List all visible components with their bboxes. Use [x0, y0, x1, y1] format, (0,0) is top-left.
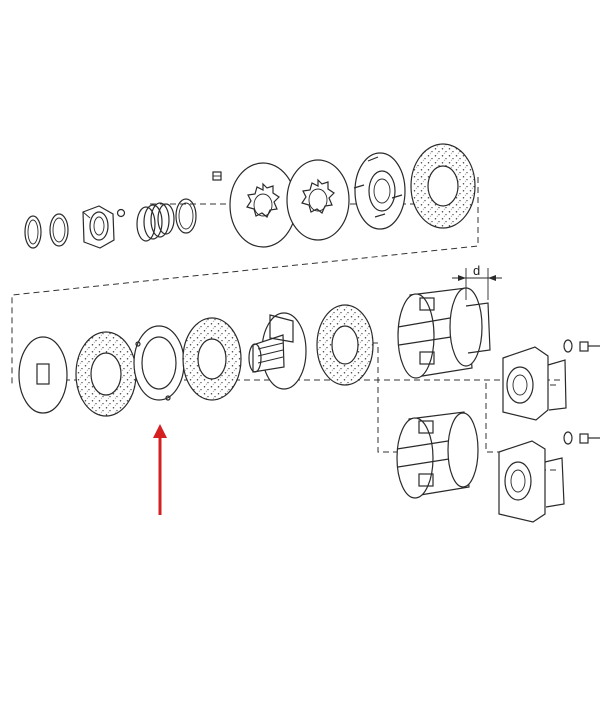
flange-yoke-top	[502, 346, 567, 421]
red-indicator-arrow	[153, 424, 167, 515]
steel-ball	[116, 208, 126, 218]
shaft-nut	[82, 205, 115, 249]
splined-steel-plate-2	[286, 159, 350, 241]
snap-ring-medium	[175, 198, 197, 234]
clutch-housing-bottom	[396, 411, 479, 499]
pressure-plate-with-studs	[353, 152, 406, 230]
keyed-end-plate	[18, 336, 68, 414]
coil-spring	[136, 202, 175, 242]
friction-disc-1	[75, 331, 137, 417]
friction-disc-2	[182, 317, 242, 401]
snap-ring-small	[24, 215, 42, 249]
bolt-washer-top	[563, 339, 600, 353]
splined-hub	[248, 312, 307, 390]
friction-disc-top	[410, 143, 476, 229]
splined-steel-plate-1	[229, 162, 297, 248]
dimension-label: d	[473, 263, 480, 278]
clutch-housing-top	[397, 287, 491, 379]
bolt-washer-bottom	[563, 431, 600, 445]
highlighted-steel-plate	[133, 325, 185, 401]
o-ring	[49, 213, 69, 247]
small-nut	[212, 171, 222, 181]
flange-yoke-bottom	[498, 440, 565, 523]
dimension-d-marker: d	[452, 263, 502, 300]
friction-disc-3	[316, 304, 374, 386]
